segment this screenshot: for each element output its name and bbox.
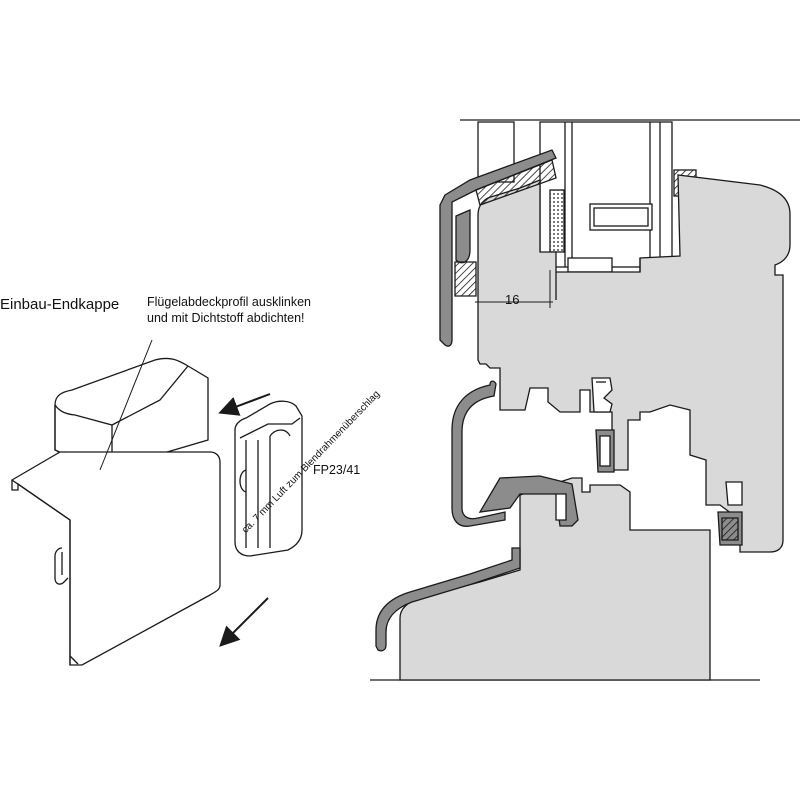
profile-isometric-view bbox=[10, 339, 221, 666]
sash-section bbox=[477, 174, 791, 553]
end-cap-part bbox=[234, 400, 303, 557]
gasket-details bbox=[478, 377, 743, 546]
frame-section bbox=[399, 477, 711, 681]
insertion-arrow bbox=[218, 393, 271, 416]
installation-note: Flügelabdeckprofil ausklinken und mit Di… bbox=[147, 294, 311, 326]
clearance-arrow bbox=[219, 597, 269, 647]
dimension-label: 16 bbox=[505, 292, 520, 307]
instruction-line-1: Flügelabdeckprofil ausklinken bbox=[147, 295, 311, 309]
window-cross-section bbox=[370, 119, 800, 681]
instruction-line-2: und mit Dichtstoff abdichten! bbox=[147, 311, 305, 325]
part-code-label: FP23/41 bbox=[313, 463, 361, 477]
component-title: Einbau-Endkappe bbox=[0, 296, 120, 313]
outer-drip-profile bbox=[451, 380, 506, 527]
drip-profile bbox=[375, 547, 521, 652]
